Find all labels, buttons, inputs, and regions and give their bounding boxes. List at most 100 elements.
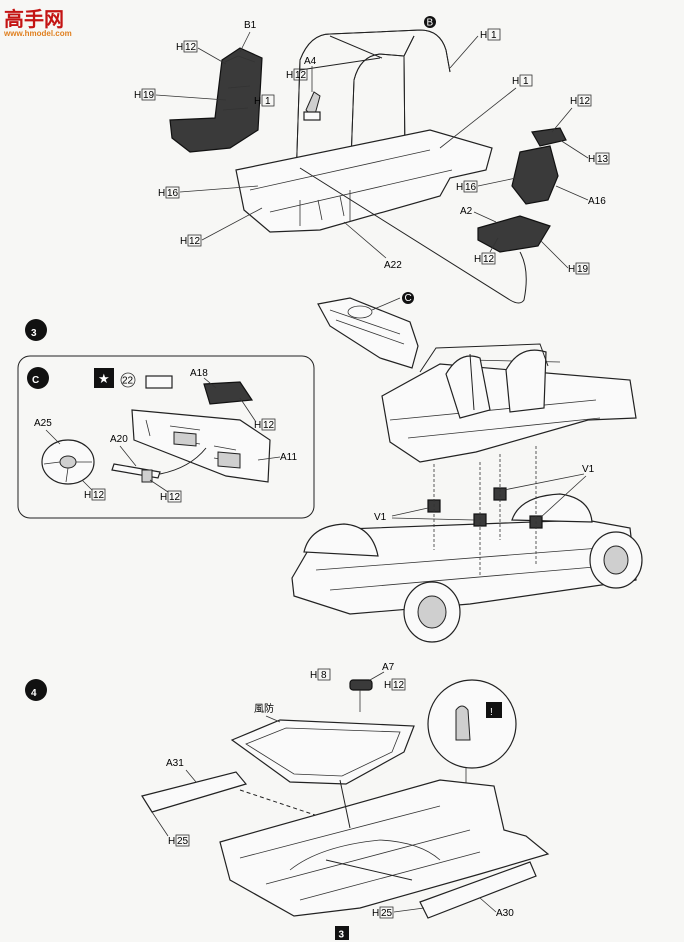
label-h16-left: H 16 [158,186,180,199]
label-a7: A7 [382,662,395,673]
svg-text:H: H [158,188,165,199]
label-22: 22 [122,376,134,387]
step-top-assembly: B1 H 12 H 19 H 1 B [134,16,610,304]
label-h8: H 8 [310,668,331,681]
svg-text:H: H [512,76,519,87]
label-h1-top: H 1 [480,28,501,41]
svg-text:8: 8 [321,670,327,681]
sub-c-badge [27,367,49,389]
svg-text:16: 16 [465,182,477,193]
label-a16: A16 [588,196,606,207]
label-h1-right: H 1 [512,74,533,87]
svg-text:19: 19 [577,264,589,275]
watermark-logo-text: 高手网 [4,7,64,31]
label-h25-bottom: H 25 [372,906,394,919]
shift-lever-a4 [303,91,321,121]
svg-text:H: H [480,30,487,41]
step-3-number: 3 [31,328,37,339]
label-a25: A25 [34,418,52,429]
lower-body [219,779,550,917]
label-a22: A22 [384,260,402,271]
spacers-v1 [427,446,543,576]
watermark-logo: 高手网 www.hmodel.com [3,7,72,38]
svg-text:H: H [134,90,141,101]
label-a30: A30 [496,908,514,919]
steering-wheel-a25 [41,439,95,485]
side-trim-a30 [419,861,537,919]
label-windshield: 風防 [254,702,274,715]
label-v1-left: V1 [374,512,387,523]
svg-text:H: H [568,264,575,275]
svg-text:12: 12 [189,236,201,247]
label-b1: B1 [244,20,257,31]
svg-text:H: H [176,42,183,53]
svg-text:H: H [570,96,577,107]
label-a20: A20 [110,434,128,445]
label-h13-r: H 13 [588,152,610,165]
svg-text:H: H [160,492,167,503]
sub-c-letter: C [32,375,39,386]
seat-a16 [511,127,567,205]
svg-text:25: 25 [177,836,189,847]
step-4: 4 H 8 A7 H 12 風防 ! [25,662,550,919]
label-a18: A18 [190,368,208,379]
svg-text:H: H [456,182,463,193]
svg-text:H: H [286,70,293,81]
label-a4: A4 [304,56,317,67]
seat-b1 [169,47,263,153]
label-h12-a18: H 12 [254,418,276,431]
windshield [230,719,415,785]
ref-marker-b [424,16,436,28]
mirror-a7 [349,679,373,691]
svg-text:12: 12 [169,492,181,503]
label-h12-floor: H 12 [180,234,202,247]
seat-cushion-a2 [477,215,551,253]
svg-text:H: H [588,154,595,165]
svg-text:12: 12 [295,70,307,81]
svg-text:H: H [474,254,481,265]
svg-text:H: H [84,490,91,501]
svg-text:25: 25 [381,908,393,919]
chassis [291,493,643,643]
star-icon: ★ [98,371,110,386]
dashboard-a11 [131,409,271,483]
label-h1-seat: H 1 [254,94,275,107]
decal-marker [94,368,114,388]
ref-marker-c-text: C [405,293,412,304]
svg-text:12: 12 [185,42,197,53]
svg-text:1: 1 [491,30,497,41]
svg-text:H: H [254,96,261,107]
svg-text:1: 1 [523,76,529,87]
label-h19-seat: H 19 [134,88,156,101]
label-h19-a2: H 19 [568,262,590,275]
ref-marker-b-text: B [427,18,434,29]
label-h25-left: H 25 [168,834,190,847]
watermark-site-text: www.hmodel.com [3,29,72,38]
label-h12-a7: H 12 [384,678,406,691]
roll-cage [295,29,451,189]
label-h12-a20: H 12 [160,490,182,503]
svg-text:12: 12 [483,254,495,265]
label-v1-right: V1 [582,464,595,475]
gauge-hood-a18 [203,381,254,405]
label-a31: A31 [166,758,184,769]
svg-text:13: 13 [597,154,609,165]
svg-text:12: 12 [93,490,105,501]
floor-pan [235,129,493,233]
label-h16-r: H 16 [456,180,478,193]
decal-22 [145,375,173,389]
page-number: 3 [335,926,349,941]
svg-text:12: 12 [263,420,275,431]
step-4-badge [25,679,47,701]
label-h12-a25: H 12 [84,488,106,501]
svg-text:12: 12 [393,680,405,691]
label-h12-a2: H 12 [474,252,496,265]
label-h12-a4: H 12 [286,68,308,81]
steering-column-a20 [111,463,161,483]
step-3: 3 C ★ 22 A18 H 12 A11 [17,292,643,643]
svg-text:H: H [180,236,187,247]
body-tub [317,297,637,463]
label-a11: A11 [280,452,297,463]
